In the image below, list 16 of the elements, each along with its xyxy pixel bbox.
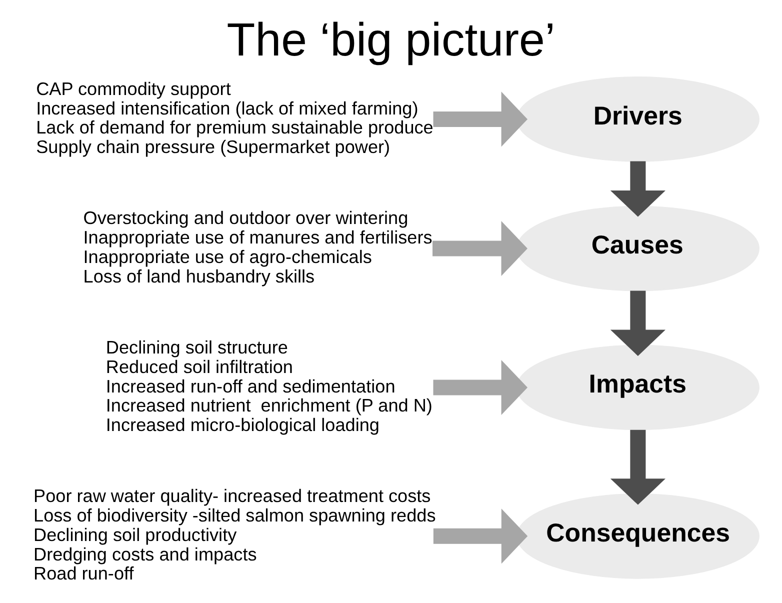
node-text: Poor raw water quality- increased treatment costs Loss of biodiversity -silted salmon spawning redds Declining soil productivity Dredging costs and impacts Road run-off — [34, 486, 436, 584]
node-ellipse: Impacts — [516, 344, 760, 430]
node-text: Declining soil structure Reduced soil infiltration Increased run-off and sedimentation Increased nutrient enrichment (P and N) Increased micro-biological loading — [106, 337, 432, 436]
arrow — [432, 220, 528, 276]
arrow — [610, 290, 666, 356]
node-ellipse: Consequences — [516, 494, 760, 579]
arrow — [433, 360, 528, 416]
diagram-title: The ‘big picture’ — [226, 14, 556, 66]
node-ellipse: Drivers — [516, 76, 760, 162]
node-text: CAP commodity support Increased intensification (lack of mixed farming) Lack of demand for premium sustainable produce Supply chain pressure (Supermarket power) — [36, 78, 434, 158]
arrow — [610, 161, 666, 217]
arrow — [433, 508, 528, 564]
node-ellipse: Causes — [516, 206, 760, 292]
arrow — [610, 430, 666, 505]
node-text: Overstocking and outdoor over wintering Inappropriate use of manures and fertilisers Inappropriate use of agro-chemicals Loss of land husbandry skills — [83, 208, 432, 286]
arrow — [433, 92, 528, 147]
